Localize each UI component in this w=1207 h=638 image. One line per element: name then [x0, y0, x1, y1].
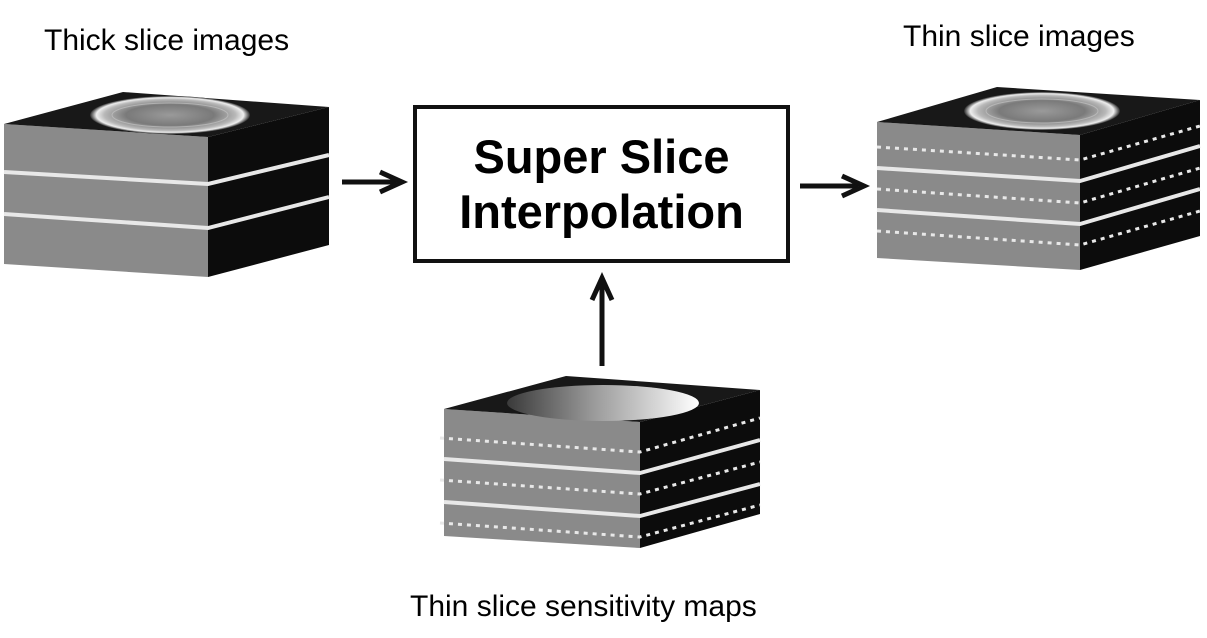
process-title-line2: Interpolation — [459, 184, 744, 239]
super-slice-interpolation-box: Super Slice Interpolation — [413, 105, 790, 263]
sensitivity-map-stack — [440, 376, 760, 548]
thick-slice-stack — [4, 92, 329, 277]
thick-stack-front-face — [4, 124, 208, 277]
arrow-right-icon — [342, 172, 402, 192]
thin-slice-images-label: Thin slice images — [903, 22, 1135, 52]
thin-slice-stack — [877, 87, 1200, 270]
sensitivity-gradient-icon — [507, 385, 699, 421]
thick-slice-images-label: Thick slice images — [44, 26, 289, 56]
process-title-line1: Super Slice — [474, 129, 730, 184]
arrow-up-icon — [592, 278, 612, 366]
sensitivity-stack-front-face — [444, 409, 640, 548]
brain-mri-icon — [90, 96, 250, 134]
arrow-right-icon — [800, 176, 864, 196]
thin-slice-sensitivity-maps-label: Thin slice sensitivity maps — [410, 592, 757, 622]
brain-mri-icon — [964, 92, 1120, 130]
